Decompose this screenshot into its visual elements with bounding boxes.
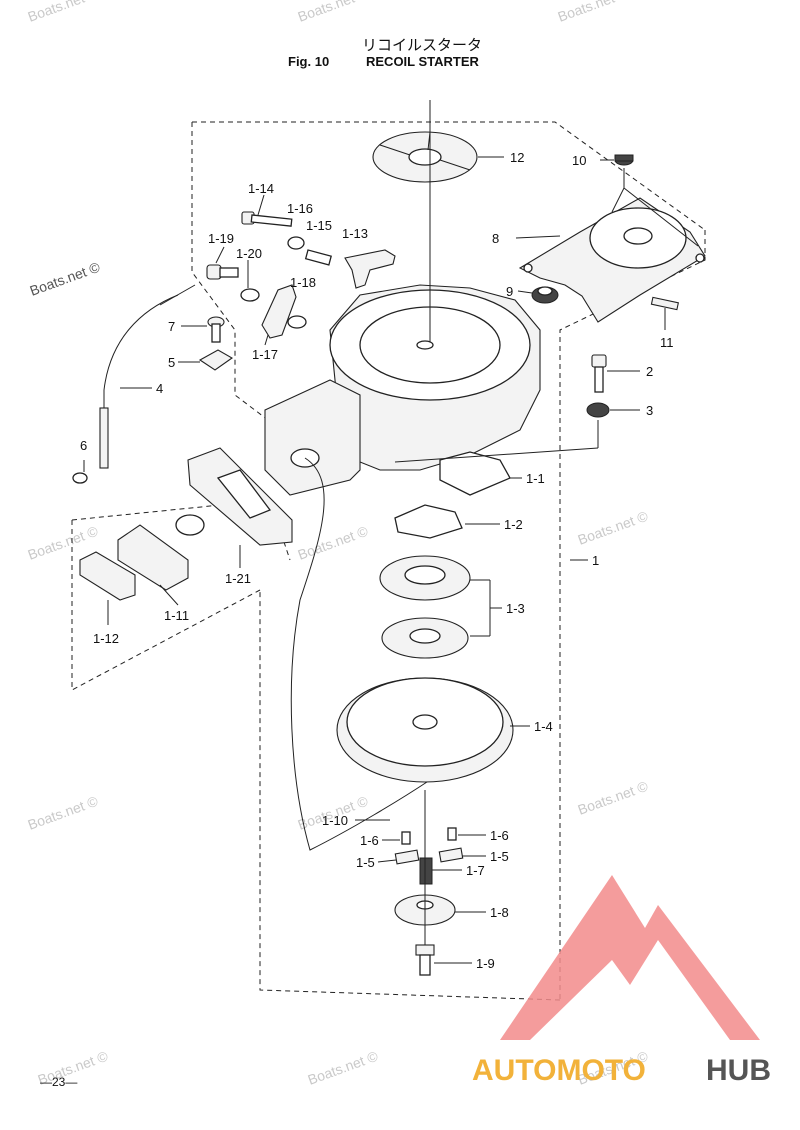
label-1-13: 1-13	[342, 226, 368, 241]
label-8: 8	[492, 231, 499, 246]
label-1-21: 1-21	[225, 571, 251, 586]
page-number: —23—	[40, 1075, 77, 1089]
label-1-3: 1-3	[506, 601, 525, 616]
label-1-11: 1-11	[164, 608, 189, 623]
svg-text:Boats.net ©: Boats.net ©	[306, 1047, 381, 1087]
label-1-6-left: 1-6	[360, 833, 379, 848]
label-6: 6	[80, 438, 87, 453]
part-11-pin	[650, 296, 679, 311]
label-5: 5	[168, 355, 175, 370]
cable-housing	[99, 407, 109, 469]
part-8-cover	[518, 197, 706, 323]
svg-text:Boats.net ©: Boats.net ©	[26, 0, 101, 25]
part-1-5-pawl-left	[394, 849, 420, 865]
label-10: 10	[572, 153, 586, 168]
part-5-clamp	[198, 349, 234, 371]
part-1-13-lever	[344, 249, 396, 289]
figure-title: RECOIL STARTER	[366, 54, 480, 69]
part-1-9-bolt	[415, 944, 435, 976]
part-1-18-washer	[287, 315, 307, 329]
label-1: 1	[592, 553, 599, 568]
label-9: 9	[506, 284, 513, 299]
label-1-20: 1-20	[236, 246, 262, 261]
part-4-cable	[103, 294, 179, 460]
svg-text:Boats.net ©: Boats.net ©	[28, 258, 103, 298]
part-1-12-grip	[79, 551, 136, 601]
label-4: 4	[156, 381, 163, 396]
brand-logo	[500, 875, 760, 1040]
part-1-6-spring-right	[447, 827, 457, 841]
part-1-15-spring	[304, 249, 332, 266]
part-1-14-bolt	[241, 211, 293, 227]
label-1-10: 1-10	[322, 813, 348, 828]
svg-text:Boats.net ©: Boats.net ©	[556, 0, 631, 25]
figure-number: Fig. 10	[288, 54, 329, 69]
label-1-1: 1-1	[526, 471, 545, 486]
part-1-2-plate	[394, 504, 463, 539]
part-10-nut	[614, 154, 634, 166]
part-1-1-housing	[264, 284, 541, 496]
callout-labels: 1-14 1-16 1-15 1-13 1-19 1-20 1-18 7 5 1…	[80, 150, 674, 971]
label-1-19: 1-19	[208, 231, 234, 246]
part-1-11-handle	[117, 514, 205, 591]
label-1-12: 1-12	[93, 631, 119, 646]
part-6-clip	[72, 472, 88, 484]
label-1-5-left: 1-5	[356, 855, 375, 870]
leader-lines	[83, 100, 699, 964]
part-1-20-bushing	[240, 288, 260, 302]
part-1-21-guide	[187, 447, 293, 546]
label-1-17: 1-17	[252, 347, 278, 362]
part-1-17-plate	[261, 284, 297, 339]
label-7: 7	[168, 319, 175, 334]
svg-text:Boats.net ©: Boats.net ©	[296, 522, 371, 562]
label-1-9: 1-9	[476, 956, 495, 971]
label-1-2: 1-2	[504, 517, 523, 532]
title-japanese: リコイルスタータ	[362, 36, 482, 54]
label-1-4: 1-4	[534, 719, 553, 734]
part-1-16-ring	[287, 236, 305, 250]
part-1-5-pawl-right	[438, 847, 464, 863]
part-3-washer	[586, 402, 610, 418]
part-12-plate	[372, 131, 478, 183]
label-1-7: 1-7	[466, 863, 485, 878]
part-1-7-spring	[419, 857, 433, 885]
label-1-16: 1-16	[287, 201, 313, 216]
label-1-5-right: 1-5	[490, 849, 509, 864]
svg-text:Boats.net ©: Boats.net ©	[576, 507, 651, 547]
part-1-4-reel	[336, 677, 514, 783]
part-1-19-collar	[206, 264, 239, 280]
label-11: 11	[660, 335, 674, 350]
label-1-18: 1-18	[290, 275, 316, 290]
brand-name-suffix: HUB	[706, 1054, 771, 1087]
label-3: 3	[646, 403, 653, 418]
part-7-screw	[207, 316, 225, 343]
part-1-3-spring	[379, 555, 471, 659]
part-9-grommet	[531, 286, 559, 304]
part-2-bolt	[591, 354, 607, 393]
label-1-8: 1-8	[490, 905, 509, 920]
label-1-15: 1-15	[306, 218, 332, 233]
label-2: 2	[646, 364, 653, 379]
svg-text:Boats.net ©: Boats.net ©	[26, 792, 101, 832]
label-12: 12	[510, 150, 524, 165]
svg-text:Boats.net ©: Boats.net ©	[296, 0, 371, 25]
cable-end	[159, 284, 196, 306]
part-1-6-spring-left	[401, 831, 411, 845]
label-1-14: 1-14	[248, 181, 274, 196]
svg-text:Boats.net ©: Boats.net ©	[576, 777, 651, 817]
brand-name-accent: AUTOMOTO	[472, 1054, 646, 1087]
label-1-6-right: 1-6	[490, 828, 509, 843]
logo-triangle-icon	[500, 875, 760, 1040]
